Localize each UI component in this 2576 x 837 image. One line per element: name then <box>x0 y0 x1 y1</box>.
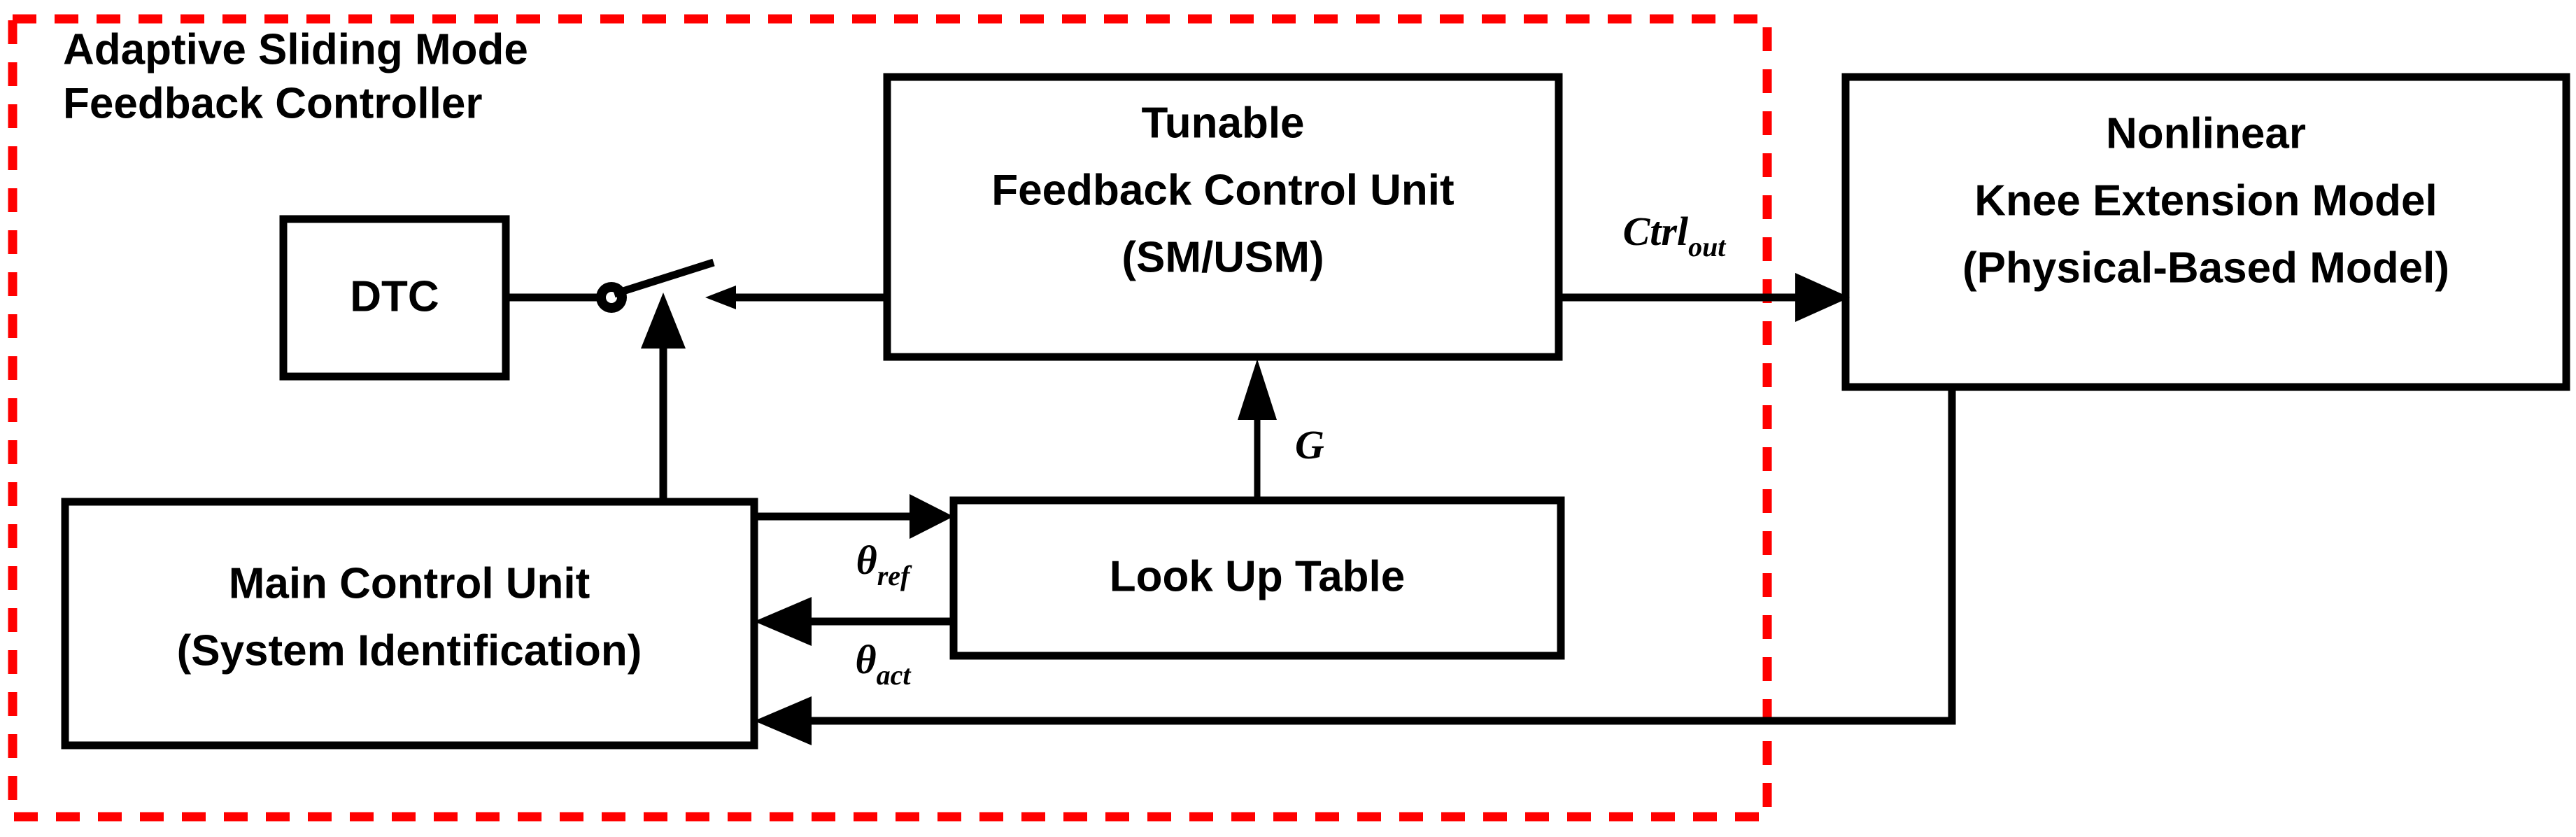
switch-pivot-inner-icon <box>606 292 617 303</box>
switch-blade-icon[interactable] <box>613 258 715 298</box>
wire-theta-act <box>805 387 1956 725</box>
signal-theta-ref-base: θ <box>856 537 877 583</box>
block-nonlinear-knee-extension-model[interactable] <box>1841 73 2570 391</box>
block-nonlinear-label-line-3: (Physical-Based Model) <box>1962 244 2449 292</box>
arrowhead-gain-g-icon <box>1238 359 1277 420</box>
arrowhead-tunable-to-switch-icon <box>705 286 736 309</box>
signal-label-theta-act: θact <box>856 637 912 691</box>
block-tunable-label-line-2: Feedback Control Unit <box>991 166 1454 214</box>
arrowhead-ctrl-out-icon <box>1795 273 1850 322</box>
block-look-up-table-label: Look Up Table <box>1110 552 1406 600</box>
block-tunable-label-line-3: (SM/USM) <box>1121 233 1324 281</box>
signal-label-theta-ref: θref <box>856 537 912 591</box>
boundary-title-line-1: Adaptive Sliding Mode <box>63 25 528 73</box>
block-main-control-unit-label-line-1: Main Control Unit <box>229 559 590 607</box>
arrowhead-main-control-unit-to-look-up-table-icon <box>910 494 954 539</box>
block-main-control-unit[interactable] <box>61 498 758 750</box>
signal-theta-act-sub: act <box>877 659 912 691</box>
block-dtc-label: DTC <box>350 272 439 321</box>
signal-theta-ref-sub: ref <box>877 560 912 591</box>
boundary-title-line-2: Feedback Controller <box>63 79 482 127</box>
signal-theta-act-base: θ <box>856 637 877 682</box>
block-tunable-feedback-control-unit[interactable] <box>883 73 1563 361</box>
block-main-control-unit-label-line-2: (System Identification) <box>177 626 642 675</box>
signal-label-ctrl-out: Ctrlout <box>1623 209 1727 262</box>
adaptive-sliding-mode-boundary <box>8 14 1772 822</box>
block-tunable-label-line-1: Tunable <box>1141 99 1304 147</box>
block-nonlinear-label-line-1: Nonlinear <box>2106 109 2306 157</box>
arrowhead-theta-act-icon <box>754 696 812 745</box>
block-nonlinear-label-line-2: Knee Extension Model <box>1974 176 2437 225</box>
signal-ctrl-out-base: Ctrl <box>1623 209 1689 254</box>
signal-ctrl-out-sub: out <box>1688 231 1727 262</box>
signal-label-gain-g: G <box>1295 422 1324 467</box>
arrowhead-theta-ref-icon <box>754 597 812 646</box>
arrowhead-main-control-unit-to-switch-icon <box>641 293 686 349</box>
